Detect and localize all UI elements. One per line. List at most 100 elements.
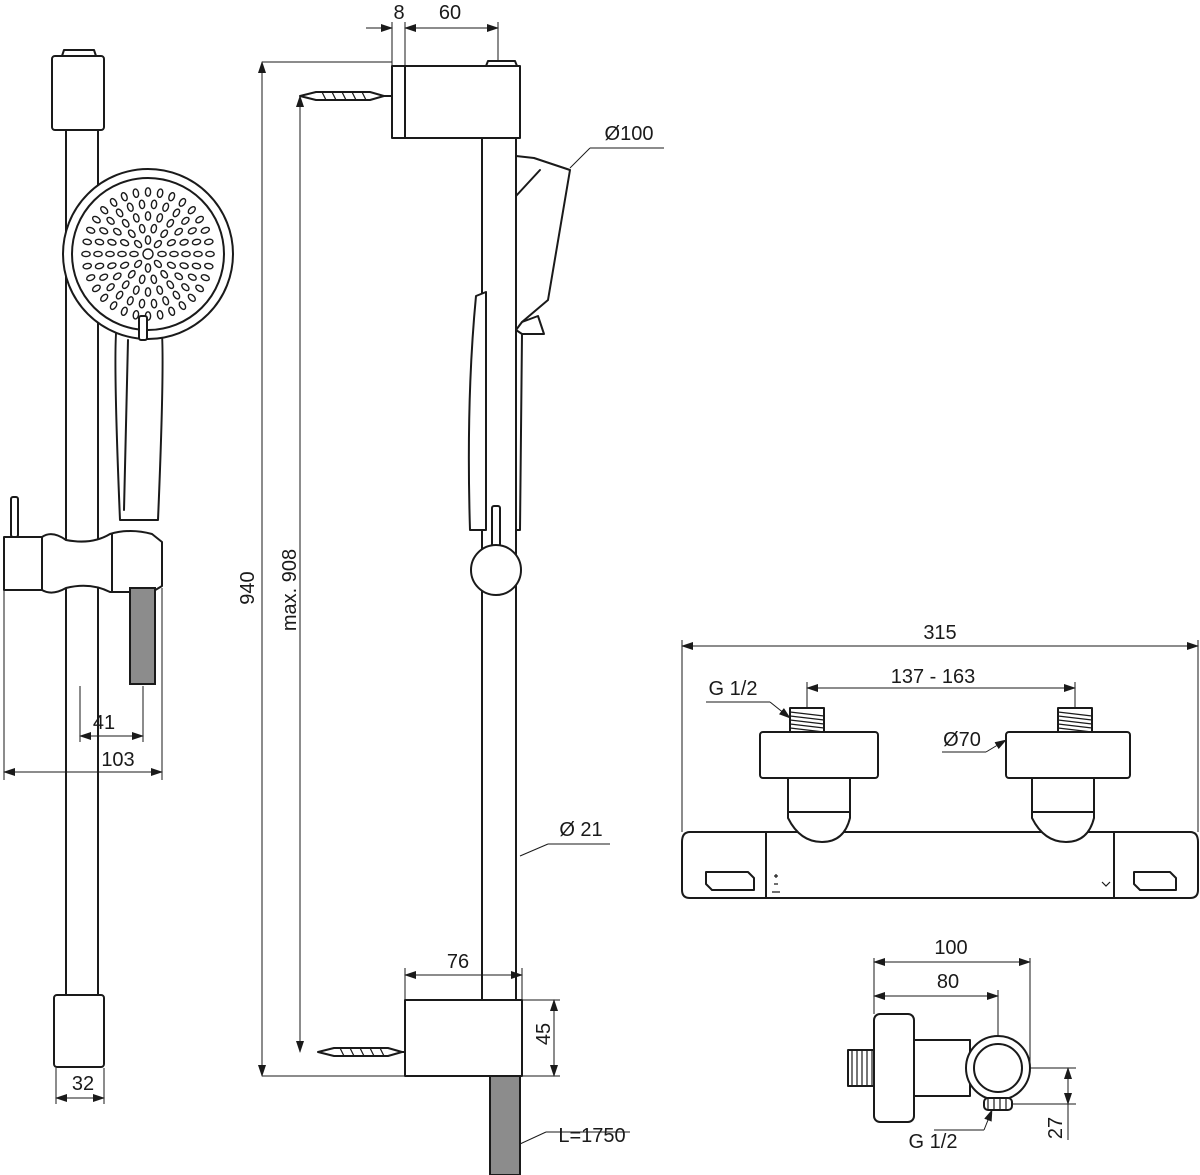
nozzle	[100, 206, 109, 215]
nozzle	[99, 273, 109, 281]
nozzle	[93, 250, 103, 258]
nozzle	[144, 287, 152, 297]
nozzle	[156, 188, 164, 199]
nozzle	[107, 238, 117, 246]
flow-indicator	[1101, 881, 1111, 887]
spray-selector	[138, 315, 148, 341]
dim-hose-length: L=1750	[558, 1125, 625, 1147]
nozzle	[153, 239, 163, 249]
nozzle	[126, 202, 134, 212]
nozzle	[205, 250, 215, 258]
nozzle	[132, 309, 140, 320]
nozzle	[121, 218, 130, 228]
dim-60: 60	[439, 2, 461, 24]
left-eccentric-cover	[759, 731, 879, 779]
nozzle	[178, 197, 187, 207]
nozzle	[153, 259, 163, 269]
nozzle	[181, 216, 190, 225]
side-eccentric-cover	[873, 1013, 915, 1123]
nozzle	[126, 296, 134, 306]
nozzle	[187, 206, 196, 215]
dim-137-163: 137 - 163	[891, 666, 976, 688]
right-eccentric	[1031, 777, 1095, 843]
nozzle	[150, 223, 158, 234]
dim-100-side: 100	[934, 937, 967, 959]
nozzle	[162, 202, 170, 212]
nozzle	[166, 239, 177, 247]
nozzle	[160, 269, 169, 279]
rail-side-view	[299, 60, 571, 1175]
nozzle	[127, 229, 136, 239]
nozzle	[179, 262, 189, 270]
nozzle	[112, 272, 122, 281]
nozzle	[121, 280, 130, 290]
nozzle	[195, 215, 205, 224]
shower-handle	[114, 319, 164, 521]
nozzle	[94, 262, 105, 270]
nozzle	[107, 262, 117, 270]
nozzle	[187, 273, 197, 281]
nozzle	[168, 191, 176, 202]
nozzle	[156, 285, 164, 295]
nozzle	[132, 213, 140, 223]
nozzle	[112, 227, 122, 236]
handle-side	[467, 291, 487, 531]
thermostat-side-view	[847, 1013, 1031, 1123]
nozzle	[174, 227, 184, 236]
nozzle	[191, 262, 202, 270]
nozzle	[138, 199, 146, 210]
nozzle	[200, 274, 211, 282]
nozzle	[106, 216, 115, 225]
nozzle	[120, 191, 128, 202]
nozzle	[129, 250, 139, 258]
nozzle	[138, 274, 146, 285]
nozzle	[156, 309, 164, 320]
nozzle	[157, 250, 167, 258]
nozzle	[187, 227, 197, 235]
bottom-wall-bracket	[404, 999, 523, 1077]
nozzle	[203, 238, 214, 246]
nozzle	[156, 213, 164, 223]
dim-315: 315	[923, 622, 956, 644]
nozzle	[178, 301, 187, 311]
nozzle	[144, 235, 152, 245]
nozzle	[168, 306, 176, 317]
nozzle	[119, 261, 130, 269]
nozzle	[195, 284, 205, 293]
top-end-cap	[51, 55, 105, 131]
nozzle	[203, 262, 214, 270]
nozzle	[100, 293, 109, 302]
dim-32: 32	[72, 1073, 94, 1095]
nozzle	[120, 306, 128, 317]
nozzle	[106, 283, 115, 292]
nozzle	[174, 272, 184, 281]
slider	[3, 530, 163, 594]
front-view-dimensions: 41 103 32	[3, 588, 163, 1104]
nozzle	[81, 250, 91, 258]
nozzle	[144, 263, 152, 273]
nozzle	[169, 250, 179, 258]
nozzle	[172, 290, 181, 300]
nozzle	[85, 274, 96, 282]
nozzle	[162, 296, 170, 306]
nozzle	[94, 238, 105, 246]
nozzle	[166, 280, 175, 290]
nozzle	[191, 238, 202, 246]
side-outlet-ring	[965, 1035, 1031, 1101]
nozzle	[138, 298, 146, 309]
nozzle	[160, 229, 169, 239]
nozzle	[82, 262, 93, 270]
top-cap-lip	[61, 49, 97, 57]
dim-76: 76	[447, 951, 469, 973]
nozzle	[117, 250, 127, 258]
rail-front-view	[3, 49, 234, 1068]
nozzle	[105, 250, 115, 258]
nozzle	[132, 188, 140, 199]
nozzle	[138, 223, 146, 234]
nozzle	[150, 274, 158, 285]
nozzle	[150, 298, 158, 309]
nozzle	[187, 293, 196, 302]
nozzle	[82, 238, 93, 246]
nozzle	[181, 283, 190, 292]
nozzle	[144, 187, 152, 197]
